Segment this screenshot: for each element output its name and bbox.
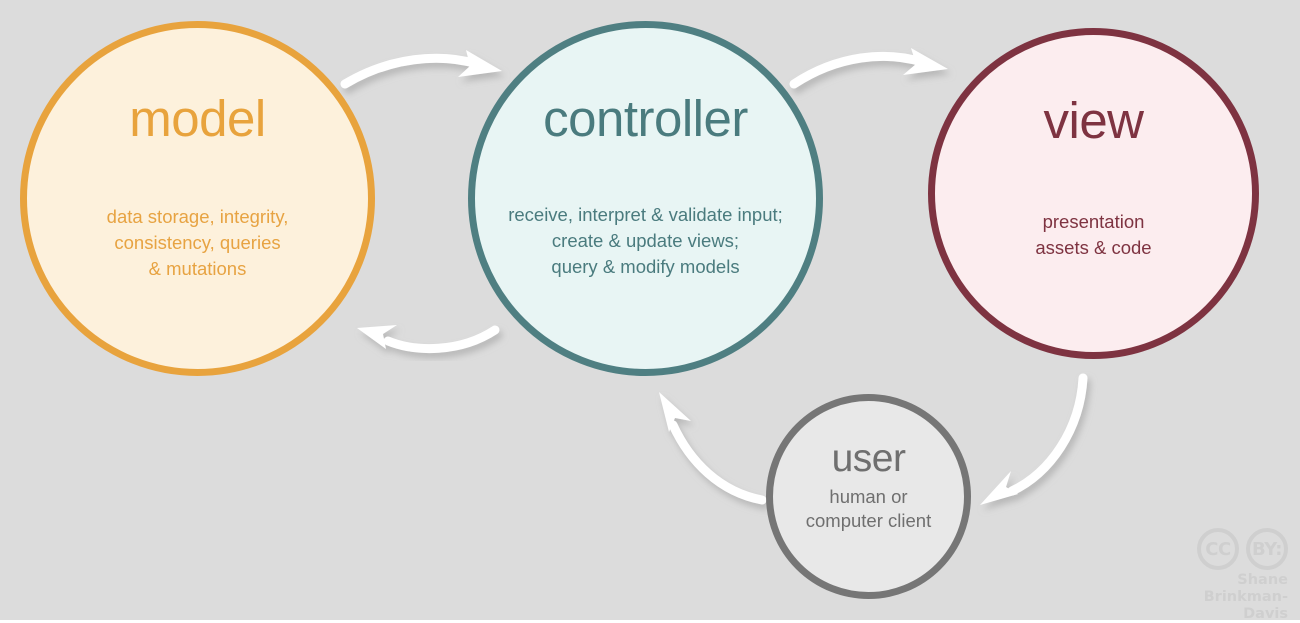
node-view-title: view xyxy=(1043,92,1144,149)
arrow-controller-to-model xyxy=(357,325,500,353)
cc-badge-marks: CC BY: xyxy=(1168,528,1288,570)
arrow-view-to-user xyxy=(980,373,1088,505)
creative-commons-icon: CC xyxy=(1197,528,1239,570)
arrow-user-to-controller xyxy=(659,392,767,505)
node-controller[interactable]: controller receive, interpret & validate… xyxy=(468,21,823,376)
node-user-description: human or computer client xyxy=(805,486,932,531)
arrow-controller-to-view xyxy=(789,48,948,89)
node-controller-title: controller xyxy=(543,90,748,147)
node-view-description: presentation assets & code xyxy=(1035,211,1152,258)
node-user[interactable]: user human or computer client xyxy=(766,394,971,599)
node-model[interactable]: model data storage, integrity, consisten… xyxy=(20,21,375,376)
creative-commons-badge: CC BY: Shane Brinkman-Davis xyxy=(1168,528,1288,622)
attribution-icon: BY: xyxy=(1246,528,1288,570)
node-view[interactable]: view presentation assets & code xyxy=(928,28,1259,359)
author-credit: Shane Brinkman-Davis xyxy=(1203,572,1288,622)
node-user-title: user xyxy=(831,437,906,480)
node-model-description: data storage, integrity, consistency, qu… xyxy=(106,206,289,279)
node-controller-description: receive, interpret & validate input; cre… xyxy=(508,204,783,277)
arrow-model-to-controller xyxy=(340,50,502,89)
node-model-title: model xyxy=(129,90,266,147)
